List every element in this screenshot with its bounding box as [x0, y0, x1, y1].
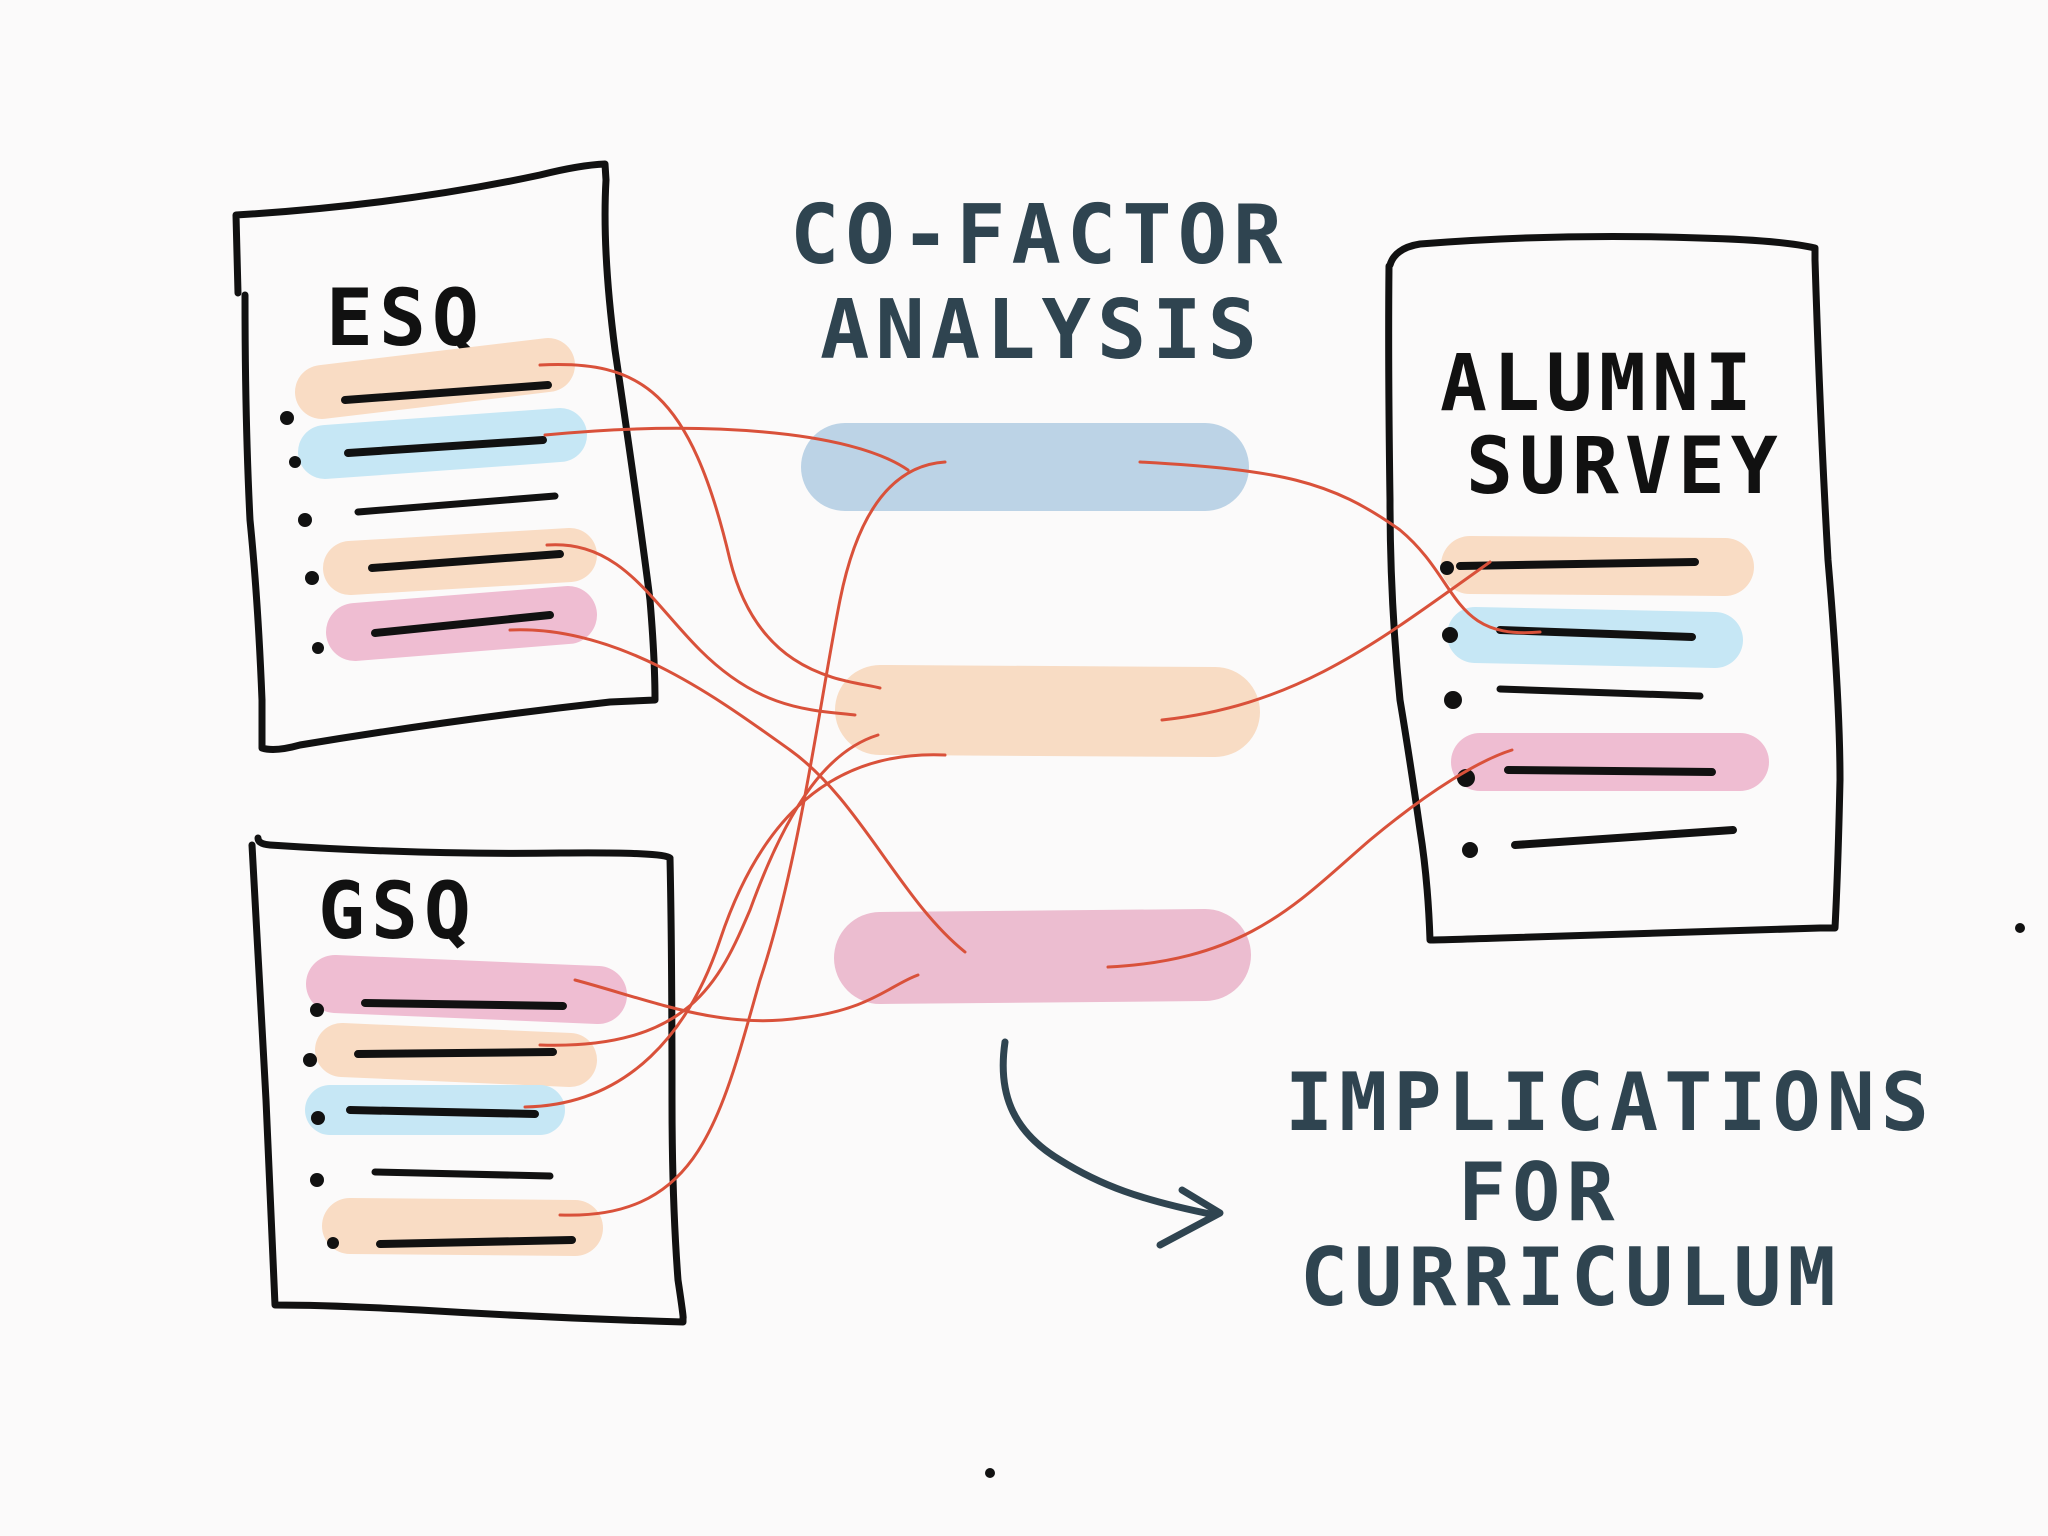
bullet-dot-icon — [1462, 842, 1478, 858]
connector-esq1-orange — [538, 363, 882, 690]
esq-item1-highlight — [295, 338, 575, 419]
implications-line1: IMPLICATIONS — [1285, 1056, 1935, 1149]
esq-item3-line — [354, 492, 559, 516]
connector-esq5-pink — [508, 628, 967, 954]
esq-title: ESQ — [326, 274, 485, 364]
gsq-title: GSQ — [318, 867, 477, 957]
bullet-dot-icon — [1442, 627, 1458, 643]
bullet-dot-icon — [280, 411, 294, 425]
esq-item4-line — [368, 550, 564, 572]
bullet-dot-icon — [312, 642, 324, 654]
alumni-survey-document: ALUMNI SURVEY — [1385, 232, 1844, 944]
connector-gsq3-orange — [523, 753, 947, 1109]
alumni-item1-line — [1456, 558, 1699, 570]
esq-paper-outline — [232, 160, 659, 753]
alumni-item3-line — [1496, 685, 1704, 700]
alumni-item5-line — [1511, 826, 1737, 849]
gsq-paper-outline — [248, 834, 687, 1326]
gsq-item5-highlight — [322, 1198, 603, 1256]
alumni-title-line2: SURVEY — [1466, 422, 1784, 512]
esq-item2-line — [344, 436, 547, 457]
gsq-document: GSQ — [248, 834, 687, 1326]
esq-item1-line — [341, 381, 552, 404]
bullet-dot-icon — [327, 1237, 339, 1249]
connector-gsq1-pink — [573, 973, 920, 1023]
bullet-dot-icon — [310, 1003, 324, 1017]
factor-orange — [835, 665, 1260, 757]
alumni-paper-outline — [1385, 232, 1844, 944]
bullet-dot-icon — [298, 513, 312, 527]
connector-esq2-blue — [543, 426, 910, 472]
gsq-item5-line — [376, 1236, 576, 1248]
connector-blue-alumni2 — [1138, 460, 1542, 635]
bullet-dot-icon — [311, 1111, 325, 1125]
implications-line2: FOR — [1458, 1146, 1621, 1239]
connector-gsq2-orange — [538, 733, 880, 1047]
connector-pink-alumni4 — [1106, 748, 1514, 969]
bullet-dot-icon — [289, 456, 301, 468]
connector-gsq5-blue — [558, 460, 947, 1217]
bullet-dot-icon — [1444, 691, 1462, 709]
factor-pink — [834, 909, 1251, 1004]
alumni-item4-line — [1504, 766, 1716, 776]
alumni-title-line1: ALUMNI — [1440, 339, 1758, 429]
stray-dot — [985, 1468, 995, 1478]
cofactor-title-line1: CO-FACTOR — [790, 188, 1288, 283]
esq-item5-line — [371, 611, 554, 637]
bullet-dot-icon — [1440, 561, 1454, 575]
connector-esq4-orange — [545, 543, 857, 717]
cofactor-title-line2: ANALYSIS — [820, 283, 1263, 378]
gsq-item3-line — [346, 1106, 539, 1118]
bullet-dot-icon — [310, 1173, 324, 1187]
bullet-dot-icon — [303, 1053, 317, 1067]
factor-group — [801, 423, 1260, 1004]
stray-dot — [2015, 923, 2025, 933]
gsq-item1-highlight — [306, 955, 627, 1024]
esq-document: ESQ — [232, 160, 659, 753]
arrow-icon — [999, 1038, 1224, 1249]
gsq-item2-line — [354, 1048, 557, 1058]
gsq-item1-line — [361, 999, 567, 1010]
connector-orange-alumni1 — [1160, 560, 1492, 722]
implications-line3: CURRICULUM — [1300, 1231, 1842, 1324]
gsq-item4-line — [371, 1168, 554, 1180]
bullet-dot-icon — [305, 571, 319, 585]
connector-group — [508, 363, 1542, 1217]
